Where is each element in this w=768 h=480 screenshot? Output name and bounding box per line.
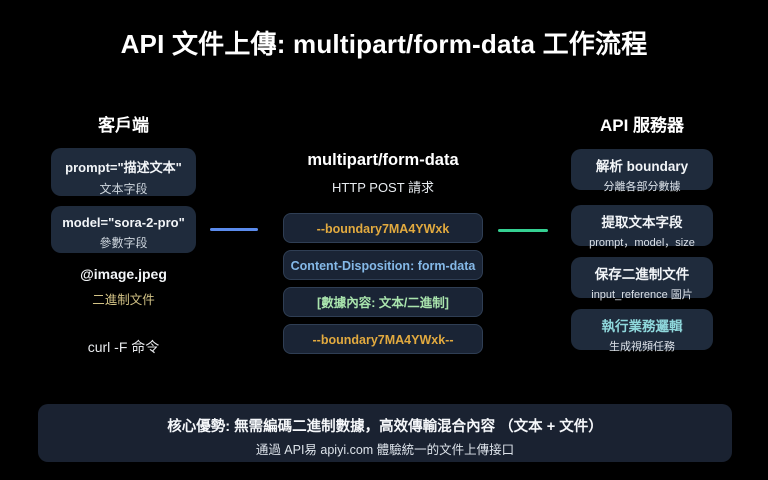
server-extract-sub: prompt，model，size <box>589 237 695 249</box>
server-save-binary-box: 保存二進制文件 input_reference 圖片 <box>571 257 713 301</box>
server-extract-main: 提取文本字段 <box>601 215 683 230</box>
client-file-sub: 二進制文件 <box>92 293 155 307</box>
request-row-content-disposition: Content-Disposition: form-data <box>283 250 483 280</box>
client-curl-command: curl -F 命令 <box>87 339 160 355</box>
footer-benefit-text: 核心優勢: 無需編碼二進制數據，高效傳輸混合內容 （文本 + 文件） <box>167 419 603 435</box>
client-model-sub: 參數字段 <box>99 236 148 250</box>
client-model-main: model="sora-2-pro" <box>62 215 185 230</box>
client-prompt-main: prompt="描述文本" <box>65 160 182 175</box>
client-model-box: model="sora-2-pro" 參數字段 <box>51 206 196 253</box>
server-business-logic-box: 執行業務邏輯 生成視頻任務 <box>571 309 713 353</box>
request-header: multipart/form-data <box>307 151 459 169</box>
client-column-header: 客戶端 <box>98 116 149 135</box>
footer-promo-text: 通過 API易 apiyi.com 體驗統一的文件上傳接口 <box>255 443 515 457</box>
request-subheader: HTTP POST 請求 <box>331 180 435 195</box>
client-prompt-sub: 文本字段 <box>99 182 148 196</box>
connector-request-to-server <box>498 229 548 232</box>
server-save-sub: input_reference 圖片 <box>591 289 693 301</box>
request-row-data-content: [數據內容: 文本/二進制] <box>283 287 483 317</box>
server-column-header: API 服務器 <box>599 116 685 135</box>
server-extract-fields-box: 提取文本字段 prompt，model，size <box>571 205 713 249</box>
request-row-boundary-open: --boundary7MA4YWxk <box>283 213 483 243</box>
connector-client-to-request <box>210 228 258 231</box>
request-row-boundary-close: --boundary7MA4YWxk-- <box>283 324 483 354</box>
footer-banner: 核心優勢: 無需編碼二進制數據，高效傳輸混合內容 （文本 + 文件） 通過 AP… <box>38 404 732 462</box>
client-file-label: @image.jpeg <box>80 266 167 282</box>
page-title: API 文件上傳: multipart/form-data 工作流程 <box>120 29 648 59</box>
server-save-main: 保存二進制文件 <box>594 267 690 282</box>
server-parse-main: 解析 boundary <box>595 159 689 174</box>
server-logic-sub: 生成視頻任務 <box>609 341 675 353</box>
server-parse-sub: 分離各部分數據 <box>603 181 681 193</box>
client-prompt-box: prompt="描述文本" 文本字段 <box>51 148 196 196</box>
server-logic-main: 執行業務邏輯 <box>601 319 683 334</box>
server-parse-boundary-box: 解析 boundary 分離各部分數據 <box>571 149 713 193</box>
